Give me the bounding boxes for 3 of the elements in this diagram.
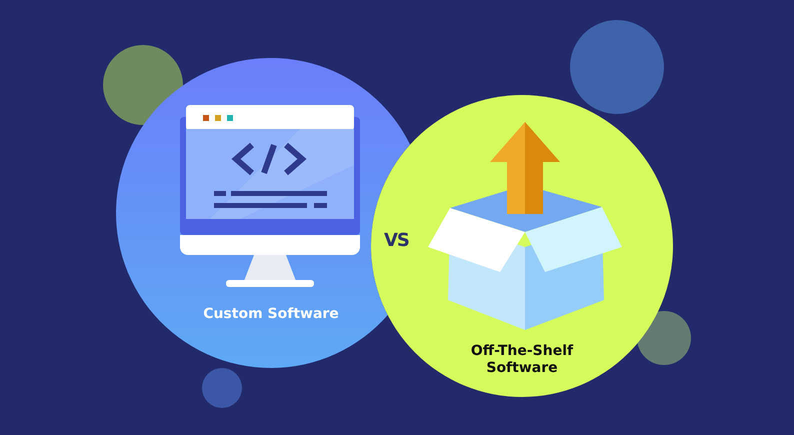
- versus-label: VS: [384, 230, 409, 251]
- category-title: Custom Software: [202, 306, 340, 323]
- category-title: Off-The-Shelf Software: [470, 343, 574, 377]
